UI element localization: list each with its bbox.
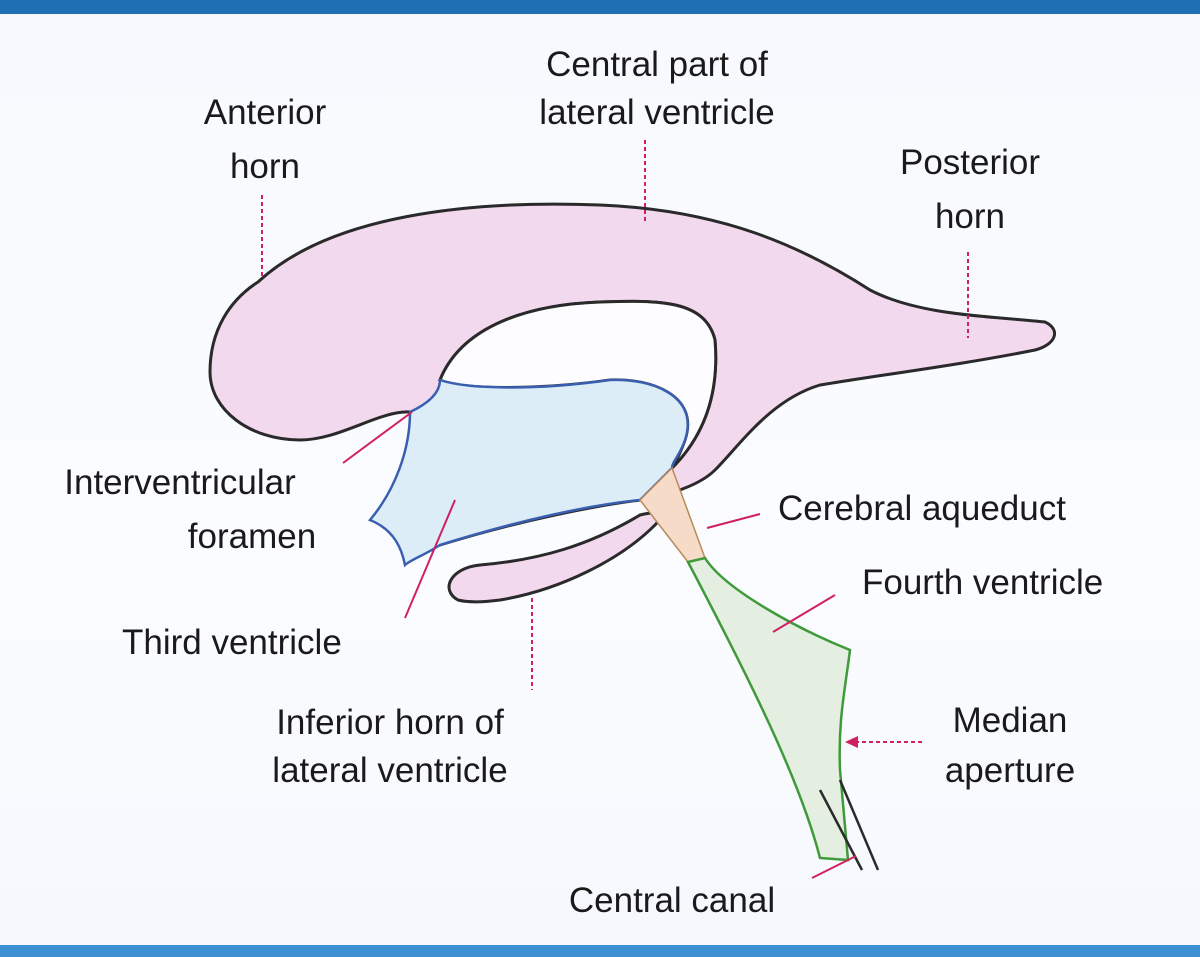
median-aperture-arrowhead [845,736,858,748]
fourth-ventricle-shape [688,558,850,860]
label-anterior-horn-2: horn [230,147,300,186]
label-median-aperture-2: aperture [945,751,1075,790]
label-cerebral-aqueduct: Cerebral aqueduct [778,489,1066,528]
label-central-canal: Central canal [569,881,775,920]
label-inferior-horn-2: lateral ventricle [272,751,507,790]
label-anterior-horn-1: Anterior [204,93,327,132]
label-central-part-1: Central part of [546,45,768,84]
label-interventricular-foramen-1: Interventricular [64,463,296,502]
label-inferior-horn-1: Inferior horn of [276,703,504,742]
pointer-cerebral-aqueduct [707,514,760,528]
label-posterior-horn-2: horn [935,197,1005,236]
label-third-ventricle: Third ventricle [122,623,342,662]
label-central-part-2: lateral ventricle [539,93,774,132]
label-posterior-horn-1: Posterior [900,143,1040,182]
label-fourth-ventricle: Fourth ventricle [862,563,1103,602]
label-interventricular-foramen-2: foramen [188,517,316,556]
pointer-fourth-ventricle [773,595,835,632]
label-median-aperture-1: Median [953,701,1068,740]
